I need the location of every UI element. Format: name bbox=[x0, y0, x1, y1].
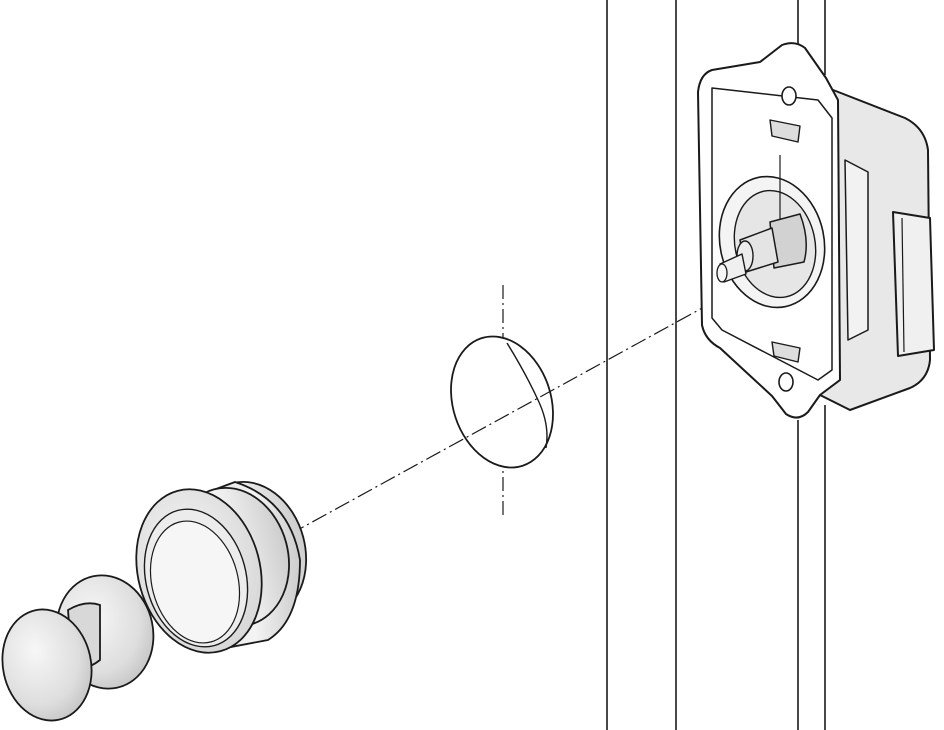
latch-inner-wall bbox=[844, 159, 869, 341]
latch-tab-edge bbox=[901, 217, 905, 353]
top-clip bbox=[769, 119, 801, 143]
cabinet-panel-edges bbox=[606, 0, 826, 730]
latch-plunger-base bbox=[769, 213, 807, 269]
drilled-hole bbox=[450, 285, 554, 515]
latch-pin-tip bbox=[716, 263, 728, 283]
hole-outline bbox=[450, 335, 554, 469]
sleeve-inner-face bbox=[149, 520, 241, 644]
push-button-knob bbox=[1, 574, 155, 722]
push-button-sleeve bbox=[135, 481, 308, 654]
latch-side-tab bbox=[892, 211, 935, 357]
bottom-mounting-hole bbox=[778, 372, 794, 392]
bottom-clip bbox=[771, 341, 801, 363]
push-latch-body bbox=[697, 42, 935, 419]
hole-inner-edge bbox=[506, 342, 548, 449]
knob-cap bbox=[1, 608, 93, 722]
top-mounting-hole bbox=[781, 86, 797, 106]
